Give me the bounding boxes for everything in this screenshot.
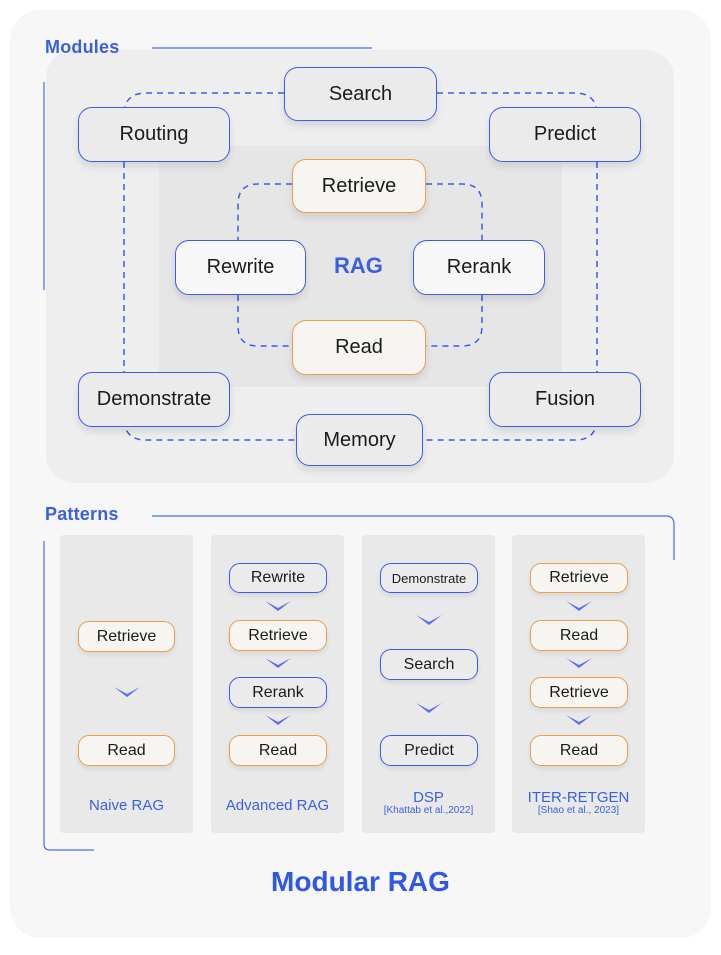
link-search-predict — [437, 92, 598, 133]
link-rewrite-read — [237, 295, 292, 347]
advanced-step-rewrite: Rewrite — [229, 563, 327, 593]
patterns-label: Patterns — [45, 504, 119, 524]
dsp-step-demonstrate: Demonstrate — [380, 563, 478, 593]
rag-center-label: RAG — [334, 253, 383, 278]
advanced-step-rerank: Rerank — [229, 677, 327, 708]
module-fusion: Fusion — [489, 372, 641, 427]
pattern-dsp-citation: [Khattab et al.,2022] — [383, 805, 474, 816]
naive-step-retrieve: Retrieve — [78, 621, 175, 652]
modules-label: Modules — [45, 37, 120, 57]
naive-step-read: Read — [78, 735, 175, 766]
module-rewrite: Rewrite — [175, 240, 306, 295]
link-retrieve-rewrite — [237, 183, 292, 240]
dsp-step-predict: Predict — [380, 735, 478, 766]
patterns-rule — [152, 515, 675, 560]
pattern-dsp-label: DSP — [413, 789, 444, 806]
link-fusion-memory — [423, 417, 598, 441]
module-demonstrate: Demonstrate — [78, 372, 230, 427]
patterns-side-rule — [43, 541, 94, 851]
advanced-step-retrieve: Retrieve — [229, 620, 327, 651]
advanced-step-read: Read — [229, 735, 327, 766]
chevron-down-icon — [566, 715, 592, 725]
chevron-down-icon — [416, 615, 442, 625]
pattern-naive-column — [60, 535, 193, 833]
module-rerank: Rerank — [413, 240, 545, 295]
module-predict: Predict — [489, 107, 641, 162]
chevron-down-icon — [265, 658, 291, 668]
pattern-iter-label: ITER-RETGEN — [527, 789, 630, 806]
module-routing: Routing — [78, 107, 230, 162]
iter-step-read-2: Read — [530, 735, 628, 766]
pattern-naive-label: Naive RAG — [88, 797, 165, 814]
link-retrieve-rerank — [426, 183, 483, 240]
link-search-routing — [123, 92, 284, 133]
module-memory: Memory — [296, 414, 423, 466]
chevron-down-icon — [265, 715, 291, 725]
module-search: Search — [284, 67, 437, 121]
link-rerank-read — [426, 295, 483, 347]
iter-step-retrieve-1: Retrieve — [530, 563, 628, 593]
dsp-step-search: Search — [380, 649, 478, 680]
chevron-down-icon — [265, 601, 291, 611]
iter-step-read-1: Read — [530, 620, 628, 651]
diagram-title: Modular RAG — [271, 866, 450, 897]
module-retrieve: Retrieve — [292, 159, 426, 213]
chevron-down-icon — [566, 601, 592, 611]
link-demonstrate-memory — [123, 417, 296, 441]
pattern-iter-citation: [Shao et al., 2023] — [537, 805, 620, 816]
iter-step-retrieve-2: Retrieve — [530, 677, 628, 708]
chevron-down-icon — [566, 658, 592, 668]
chevron-down-icon — [114, 687, 140, 697]
module-read: Read — [292, 320, 426, 375]
pattern-advanced-label: Advanced RAG — [225, 797, 330, 814]
chevron-down-icon — [416, 703, 442, 713]
